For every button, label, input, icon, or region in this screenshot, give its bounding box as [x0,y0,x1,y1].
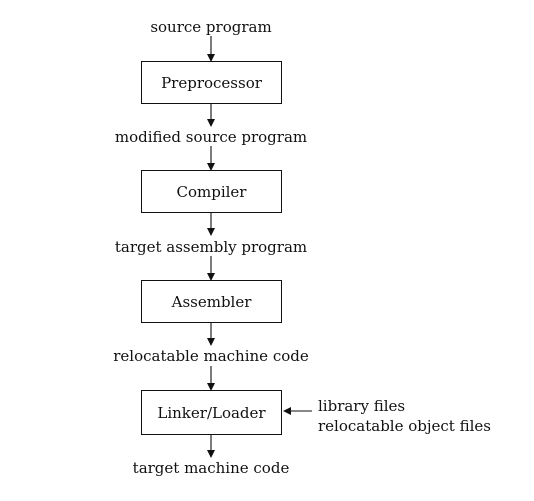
assembler-label: Assembler [171,292,252,311]
label-source-program: source program [150,18,272,36]
label-relocatable-machine-code: relocatable machine code [113,347,309,365]
label-target-assembly-program: target assembly program [114,238,308,256]
linker-loader-box: Linker/Loader [141,390,282,435]
side-inputs: library files relocatable object files [318,396,491,436]
compiler-label: Compiler [176,182,247,201]
label-target-machine-code: target machine code [132,459,290,477]
label-modified-source-program: modified source program [114,128,308,146]
preprocessor-box: Preprocessor [141,61,282,104]
linker-loader-label: Linker/Loader [157,403,266,422]
label-relocatable-object-files: relocatable object files [318,417,491,435]
assembler-box: Assembler [141,280,282,323]
preprocessor-label: Preprocessor [161,73,262,92]
label-library-files: library files [318,397,406,415]
compiler-box: Compiler [141,170,282,213]
